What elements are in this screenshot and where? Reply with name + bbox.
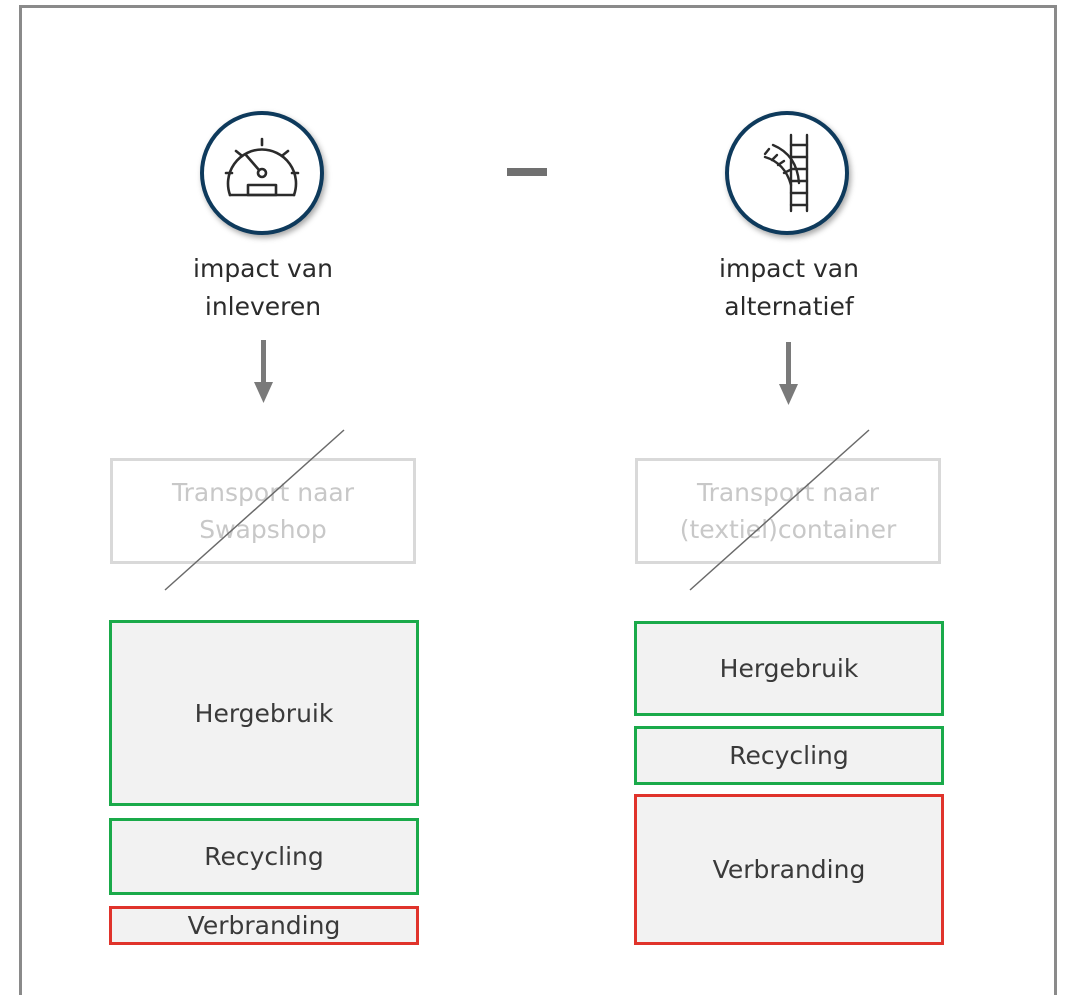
railroad-switch-icon xyxy=(725,111,849,235)
transport-right-line2: (textiel)container xyxy=(679,515,897,544)
recycling-box-left: Recycling xyxy=(109,818,419,895)
transport-left-line2: Swapshop xyxy=(199,515,327,544)
recycling-box-right: Recycling xyxy=(634,726,944,785)
speedometer-icon xyxy=(200,111,324,235)
arrow-down-right xyxy=(779,342,798,405)
incineration-label-right: Verbranding xyxy=(712,855,866,884)
caption-left: impact van inleveren xyxy=(108,250,418,326)
transport-box-right: Transport naar (textiel)container xyxy=(635,458,941,564)
transport-left-line1: Transport naar xyxy=(171,478,355,507)
arrow-down-left xyxy=(254,340,273,403)
reuse-box-left: Hergebruik xyxy=(109,620,419,806)
incineration-box-right: Verbranding xyxy=(634,794,944,945)
caption-left-line1: impact van xyxy=(193,254,333,283)
caption-left-line2: inleveren xyxy=(204,292,322,321)
incineration-label-left: Verbranding xyxy=(187,911,341,940)
transport-right-line1: Transport naar xyxy=(696,478,879,507)
recycling-label-right: Recycling xyxy=(729,741,849,770)
reuse-label-right: Hergebruik xyxy=(719,654,859,683)
transport-box-left: Transport naar Swapshop xyxy=(110,458,416,564)
reuse-box-right: Hergebruik xyxy=(634,621,944,716)
caption-right-line1: impact van xyxy=(719,254,859,283)
caption-right-line2: alternatief xyxy=(724,292,854,321)
caption-right: impact van alternatief xyxy=(634,250,944,326)
incineration-box-left: Verbranding xyxy=(109,906,419,945)
reuse-label-left: Hergebruik xyxy=(194,698,334,728)
recycling-label-left: Recycling xyxy=(204,842,324,871)
diagram-frame xyxy=(19,5,1057,995)
minus-operator xyxy=(507,168,547,176)
